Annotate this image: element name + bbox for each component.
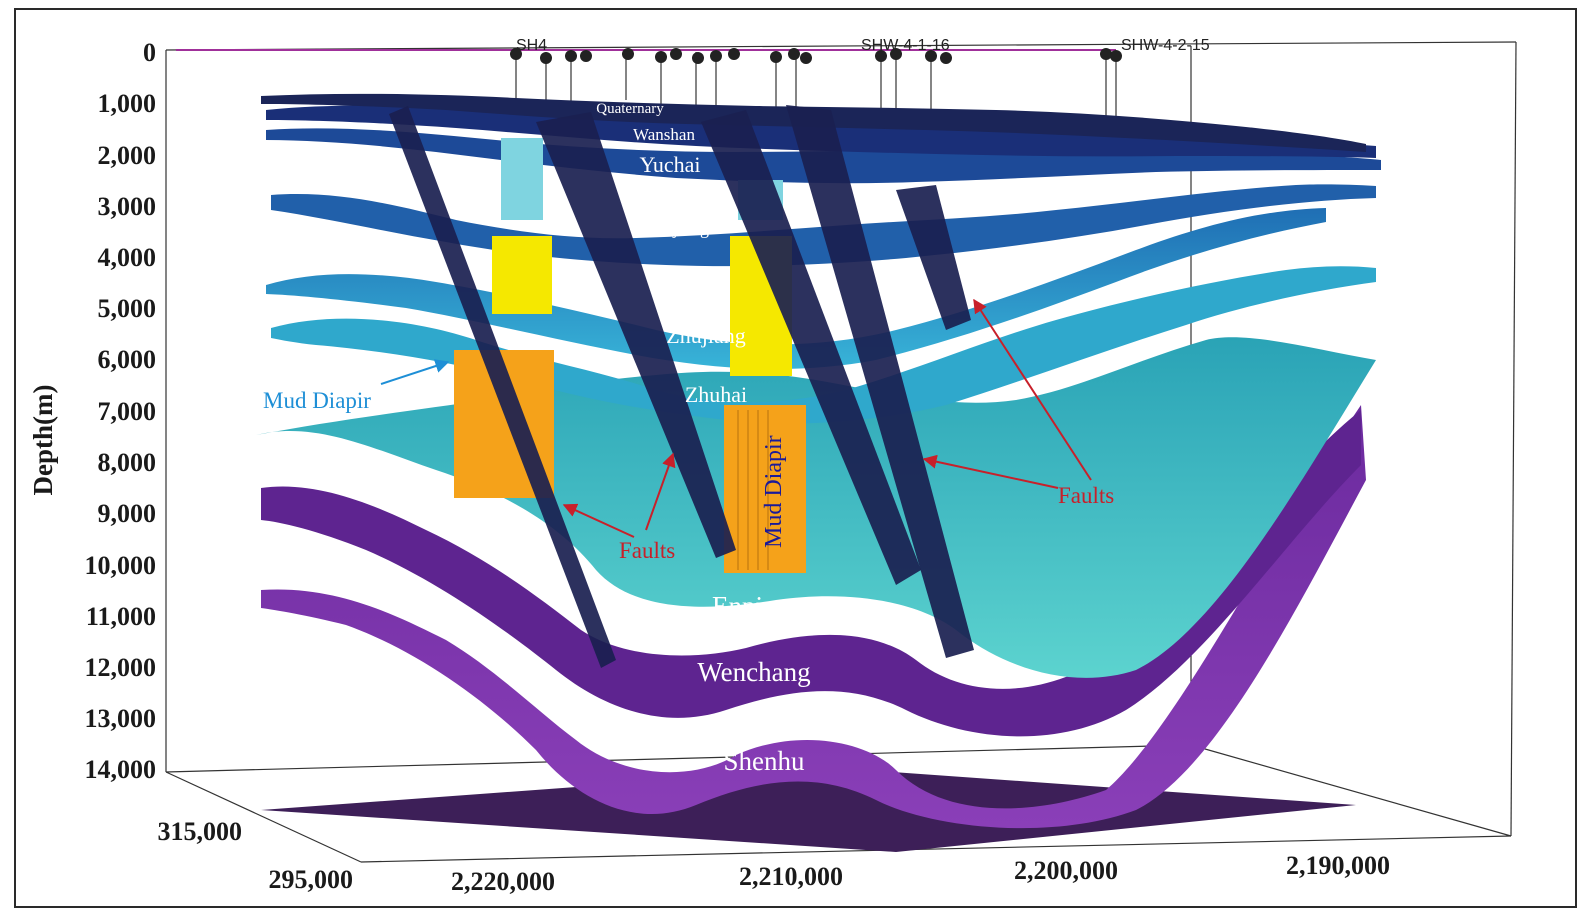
depth-tick-1000: 1,000 xyxy=(98,89,157,118)
easting-tick-295000: 295,000 xyxy=(269,865,354,894)
northing-tick-2210000: 2,210,000 xyxy=(739,862,843,891)
depth-tick-13000: 13,000 xyxy=(85,704,157,733)
fault-arrow-2 xyxy=(645,452,676,531)
depth-tick-0: 0 xyxy=(143,38,156,67)
northing-tick-2200000: 2,200,000 xyxy=(1014,856,1118,885)
diapir-upper-left xyxy=(492,236,552,314)
fault-plane-5 xyxy=(896,185,971,330)
label-quaternary: Quaternary xyxy=(596,101,664,117)
depth-axis-ticks: 0 1,000 2,000 3,000 4,000 5,000 6,000 7,… xyxy=(85,38,157,784)
depth-tick-8000: 8,000 xyxy=(98,448,157,477)
depth-tick-11000: 11,000 xyxy=(86,602,156,631)
label-enping: Enping xyxy=(712,591,790,621)
depth-tick-6000: 6,000 xyxy=(98,345,157,374)
depth-axis-title: Depth(m) xyxy=(28,385,58,496)
depth-tick-12000: 12,000 xyxy=(85,653,157,682)
label-wanshan: Wanshan xyxy=(633,125,695,144)
fault-plane-1 xyxy=(389,106,616,668)
well-label-sh4: SH4 xyxy=(516,37,547,54)
layer-surface-shenhu xyxy=(261,405,1366,829)
faults-label-right: Faults xyxy=(1058,483,1114,508)
label-wenchang: Wenchang xyxy=(697,657,810,687)
well-label-shw-4-1-16: SHW-4-1-16 xyxy=(861,37,950,54)
depth-tick-2000: 2,000 xyxy=(98,141,157,170)
label-hanjiang: Hanjiang xyxy=(643,218,709,238)
easting-axis-ticks: 315,000 295,000 xyxy=(158,817,354,894)
fault-arrow-4 xyxy=(973,298,1092,481)
well-label-shw-4-2-15: SHW-4-2-15 xyxy=(1121,37,1210,54)
mud-diapir-vertical-label: Mud Diapir xyxy=(761,435,787,548)
geologic-3d-model: SH4 SHW-4-1-16 SHW-4-2-15 Quat xyxy=(28,37,1517,896)
fault-arrow-3 xyxy=(922,454,1059,489)
depth-tick-14000: 14,000 xyxy=(85,755,157,784)
depth-tick-3000: 3,000 xyxy=(98,192,157,221)
mud-diapir-arrow xyxy=(380,359,450,385)
mud-diapir-label: Mud Diapir xyxy=(263,388,371,413)
label-yuchai: Yuchai xyxy=(639,152,700,177)
fault-plane-2 xyxy=(536,112,736,558)
easting-tick-315000: 315,000 xyxy=(158,817,243,846)
label-zhujiang: Zhujiang xyxy=(666,323,745,348)
depth-tick-7000: 7,000 xyxy=(98,397,157,426)
depth-tick-9000: 9,000 xyxy=(98,499,157,528)
label-zhuhai: Zhuhai xyxy=(685,382,747,407)
base-plane xyxy=(261,768,1356,852)
layer-surface-zhujiang xyxy=(266,208,1326,370)
fault-plane-3 xyxy=(701,110,921,585)
depth-tick-4000: 4,000 xyxy=(98,243,157,272)
northing-tick-2190000: 2,190,000 xyxy=(1286,851,1390,880)
depth-tick-5000: 5,000 xyxy=(98,294,157,323)
faults-label-left: Faults xyxy=(619,538,675,563)
fault-arrow-1 xyxy=(562,503,635,538)
fault-planes xyxy=(389,105,974,668)
northing-tick-2220000: 2,220,000 xyxy=(451,867,555,896)
northing-axis-ticks: 2,220,000 2,210,000 2,200,000 2,190,000 xyxy=(451,851,1390,896)
label-shenhu: Shenhu xyxy=(724,746,806,776)
fault-plane-4 xyxy=(786,105,974,658)
layer-surface-wenchang xyxy=(261,410,1361,737)
diapir-top-left xyxy=(501,138,543,220)
depth-tick-10000: 10,000 xyxy=(85,551,157,580)
figure-frame: SH4 SHW-4-1-16 SHW-4-2-15 Quat xyxy=(14,8,1577,908)
